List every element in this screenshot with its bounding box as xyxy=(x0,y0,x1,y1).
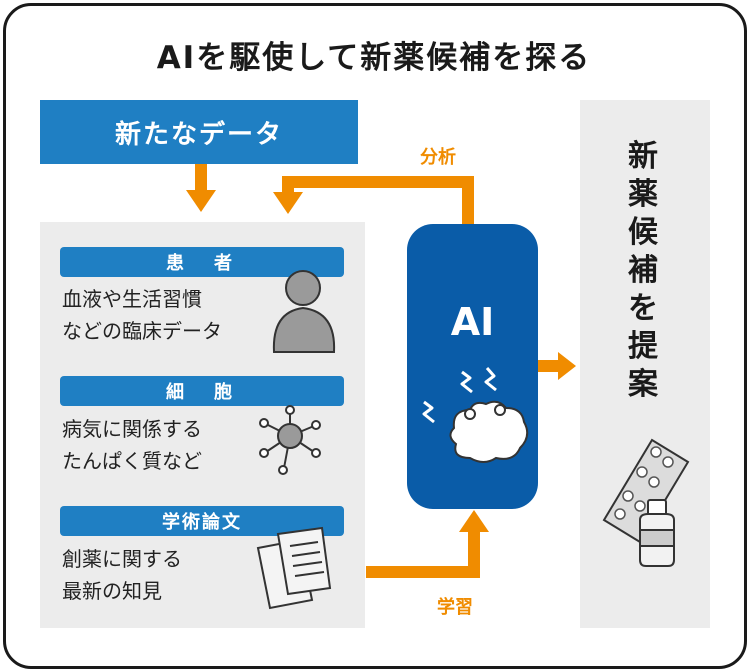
category-patients-description: 血液や生活習慣 などの臨床データ xyxy=(62,283,222,347)
person-icon xyxy=(272,270,336,353)
category-cells-header: 細 胞 xyxy=(60,376,344,406)
category-cells-description: 病気に関係する たんぱく質など xyxy=(62,413,202,477)
cell-icon xyxy=(259,405,321,475)
arrow-learning xyxy=(366,510,489,578)
ai-block xyxy=(407,224,538,509)
documents-icon xyxy=(256,526,332,610)
proposal-char: 候 xyxy=(628,215,658,250)
proposal-text: 新 薬 候 補 を 提 案 xyxy=(618,138,668,404)
proposal-char: 薬 xyxy=(628,177,658,212)
diagram-title: AIを駆使して新薬候補を探る xyxy=(156,40,592,76)
proposal-char: を xyxy=(628,291,658,326)
description-line: 創薬に関する xyxy=(62,547,182,571)
category-papers-description: 創薬に関する 最新の知見 xyxy=(62,543,182,607)
arrow-ai-to-proposal xyxy=(538,352,576,380)
ai-label: AI xyxy=(450,300,495,344)
new-data-box: 新たなデータ xyxy=(40,100,358,164)
description-line: 最新の知見 xyxy=(62,579,162,603)
brain-icon xyxy=(449,400,529,463)
proposal-char: 案 xyxy=(628,367,658,402)
description-line: 血液や生活習慣 xyxy=(62,287,202,311)
proposal-char: 提 xyxy=(628,329,658,364)
analysis-label: 分析 xyxy=(420,147,456,168)
proposal-char: 補 xyxy=(628,253,658,288)
arrow-newdata-down xyxy=(186,164,216,212)
category-papers-header: 学術論文 xyxy=(60,506,344,536)
description-line: などの臨床データ xyxy=(62,319,222,343)
description-line: たんぱく質など xyxy=(62,449,202,473)
learning-label: 学習 xyxy=(437,597,473,618)
medicine-bottle-icon xyxy=(639,499,675,567)
proposal-char: 新 xyxy=(628,139,658,174)
arrow-analysis xyxy=(273,176,474,224)
description-line: 病気に関係する xyxy=(62,417,202,441)
pill-pack-icon xyxy=(602,438,690,544)
lightning-icon xyxy=(422,367,497,424)
